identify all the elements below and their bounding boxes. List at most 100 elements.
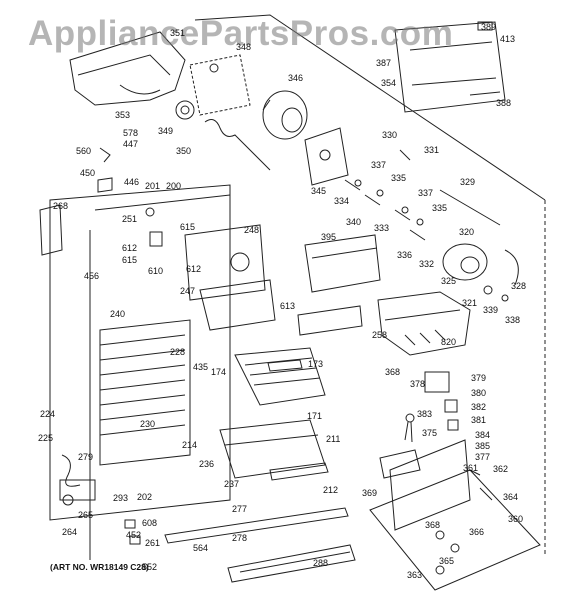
callout-label: 389 [481, 22, 497, 32]
callout-label: 560 [76, 146, 92, 156]
callout-label: 360 [508, 514, 524, 524]
callout-label: 395 [321, 232, 337, 242]
callout-label: 228 [170, 347, 186, 357]
callout-label: 353 [115, 110, 131, 120]
callout-label: 384 [475, 430, 491, 440]
callout-label: 338 [505, 315, 521, 325]
cover-part [189, 54, 251, 116]
callout-label: 258 [372, 330, 388, 340]
cabinet-frame [39, 184, 231, 560]
callout-label: 230 [140, 419, 156, 429]
boundary-line [194, 14, 546, 201]
callout-label: 268 [53, 201, 69, 211]
icemaker-part [297, 291, 471, 356]
callout-label: 381 [471, 415, 487, 425]
callout-label: 224 [40, 409, 56, 419]
callout-label: 251 [122, 214, 138, 224]
callout-label: 610 [148, 266, 164, 276]
bracket-plate-part [304, 127, 501, 241]
art-number: (ART NO. WR18149 C28) [50, 562, 149, 572]
callout-label: 368 [425, 520, 441, 530]
callout-label: 237 [224, 479, 240, 489]
callout-label: 202 [137, 492, 153, 502]
callout-label: 240 [110, 309, 126, 319]
callout-label: 345 [311, 186, 327, 196]
callout-label: 328 [511, 281, 527, 291]
callout-label: 413 [500, 34, 516, 44]
callout-label: 615 [122, 255, 138, 265]
callout-label: 320 [459, 227, 475, 237]
callout-label: 608 [142, 518, 158, 528]
callout-label: 337 [371, 160, 387, 170]
callout-label: 435 [193, 362, 209, 372]
valve-part [404, 371, 459, 443]
callout-label: 351 [170, 28, 186, 38]
callout-label: 388 [496, 98, 512, 108]
callout-label: 277 [232, 504, 248, 514]
callout-label: 334 [334, 196, 350, 206]
ice-bucket-part [69, 31, 186, 106]
callout-label: 332 [419, 259, 435, 269]
callout-label: 339 [483, 305, 499, 315]
callout-label: 820 [441, 337, 457, 347]
callout-label: 329 [460, 177, 476, 187]
callout-label: 350 [176, 146, 192, 156]
callout-label: 340 [346, 217, 362, 227]
callout-label: 278 [232, 533, 248, 543]
callout-label: 173 [308, 359, 324, 369]
callout-label: 368 [385, 367, 401, 377]
callout-label: 612 [186, 264, 202, 274]
callout-label: 279 [78, 452, 94, 462]
bin-part [219, 419, 329, 481]
callout-label: 385 [475, 441, 491, 451]
callout-label: 293 [113, 493, 129, 503]
callout-label: 288 [313, 558, 329, 568]
callout-label: 248 [244, 225, 260, 235]
dispenser-cover-part [394, 21, 506, 113]
misc-parts-left [59, 147, 163, 545]
callout-label: 447 [123, 139, 139, 149]
callout-label: 383 [417, 409, 433, 419]
callout-label: 456 [84, 271, 100, 281]
callout-label: 265 [78, 510, 94, 520]
callout-label: 336 [397, 250, 413, 260]
callout-label: 361 [463, 463, 479, 473]
drive-motor-part [442, 243, 519, 302]
callout-label: 369 [362, 488, 378, 498]
callout-label: 354 [381, 78, 397, 88]
watermark-text: AppliancePartsPros.com [28, 14, 454, 53]
callout-label: 365 [439, 556, 455, 566]
cover-plate-part [304, 234, 381, 293]
callout-label: 247 [180, 286, 196, 296]
basket-part [234, 347, 326, 406]
callout-label: 362 [493, 464, 509, 474]
callout-label: 211 [326, 434, 341, 444]
callout-label: 364 [503, 492, 519, 502]
callout-label: 325 [441, 276, 457, 286]
callout-label: 377 [475, 452, 491, 462]
callout-label: 615 [180, 222, 196, 232]
callout-label: 552 [142, 562, 158, 572]
callout-label: 337 [418, 188, 434, 198]
callout-label: 564 [193, 543, 209, 553]
callout-label: 261 [145, 538, 161, 548]
callout-label: 578 [123, 128, 139, 138]
callout-label: 335 [391, 173, 407, 183]
callout-label: 348 [236, 42, 252, 52]
callout-label: 201 [145, 181, 161, 191]
callout-label: 366 [469, 527, 485, 537]
callout-label: 378 [410, 379, 426, 389]
callout-label: 331 [424, 145, 440, 155]
callout-label: 452 [126, 530, 142, 540]
callout-label: 214 [182, 440, 198, 450]
drip-tray-part [369, 439, 541, 591]
callout-label: 380 [471, 388, 487, 398]
callout-label: 212 [323, 485, 339, 495]
callout-label: 375 [422, 428, 438, 438]
housing-part [184, 224, 276, 331]
callout-label: 450 [80, 168, 96, 178]
callout-label: 379 [471, 373, 487, 383]
rail-part [164, 507, 356, 583]
